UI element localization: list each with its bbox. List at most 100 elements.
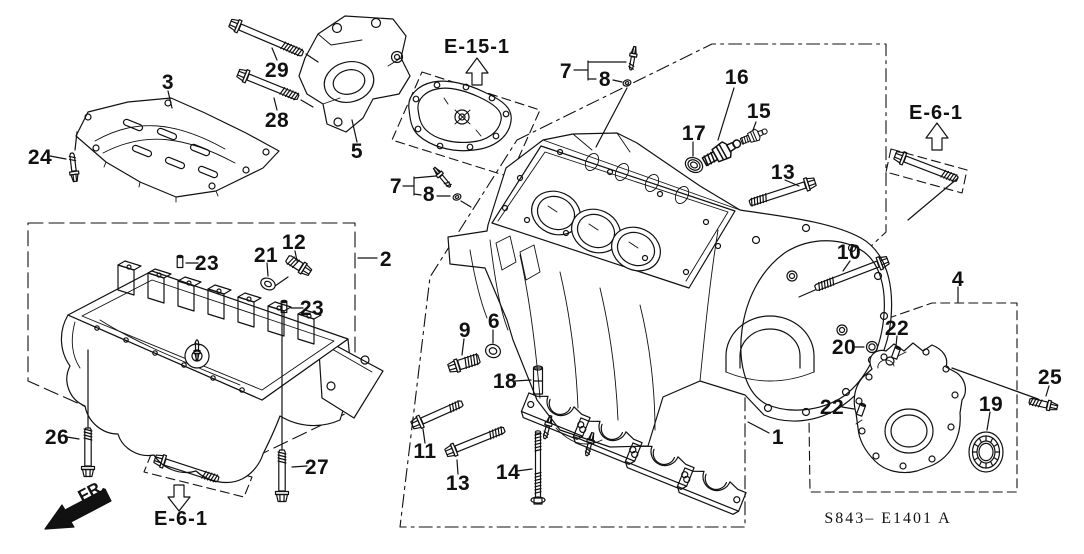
crank-oil-seal-drawing: [968, 431, 1004, 473]
oil-pan-rim-holes: [94, 325, 245, 393]
callout-4: 4: [952, 268, 964, 291]
callout-9: 9: [459, 319, 471, 342]
block-stud-icon: [542, 414, 553, 440]
plug-9-icon: [447, 352, 481, 373]
mount-bracket-drawing: [298, 15, 411, 133]
callout-7-top: 7: [560, 60, 572, 83]
oil-pan-towers: [117, 260, 322, 345]
oil-pan-tower: [177, 276, 202, 312]
bearing-cap-icon: [676, 467, 747, 515]
callout-29: 29: [265, 59, 289, 82]
bearing-cap-icon: [520, 392, 591, 440]
callout-17: 17: [682, 122, 706, 145]
callout-16: 16: [725, 66, 749, 89]
callout-27: 27: [305, 456, 329, 479]
bolt-e6-top-icon: [893, 150, 959, 182]
callout-24: 24: [28, 146, 52, 169]
e6-top-up-arrow-icon: [925, 122, 949, 151]
bearing-cap-icon: [572, 417, 643, 465]
diagram-code: S843– E1401 A: [824, 510, 951, 527]
bolt-29-icon: [228, 18, 305, 57]
pan-boss-bolt-icon: [193, 339, 201, 362]
leader-lines: [49, 47, 1050, 475]
callout-13-right: 13: [771, 161, 795, 184]
callout-26: 26: [45, 426, 69, 449]
oil-pan-drawing: [60, 260, 384, 484]
bolt-11-icon: [410, 400, 464, 430]
dowel-pin-22-icon: [890, 345, 902, 360]
callout-3: 3: [162, 71, 174, 94]
callout-19: 19: [979, 393, 1003, 416]
baffle-plate-drawing: [75, 97, 280, 203]
bearing-caps-drawing: [520, 392, 747, 515]
washer-8-top-icon: [622, 79, 632, 87]
callout-8-left: 8: [423, 183, 435, 206]
bolt-12-icon: [285, 255, 313, 277]
callout-20: 20: [832, 336, 856, 359]
cylinder-bores: [531, 190, 661, 272]
callout-13-bottom: 13: [446, 472, 470, 495]
callout-1: 1: [772, 426, 784, 449]
seal-plate-holes: [855, 348, 959, 470]
bolt-26-icon: [80, 427, 96, 478]
fr-direction-arrow-icon: [44, 488, 112, 530]
e6-top-bolt-dashed-outline: [885, 148, 968, 194]
bolt-10-icon: [814, 255, 890, 292]
washer-17-icon: [684, 156, 704, 174]
bolt-e6-bottom-icon: [153, 454, 220, 483]
oil-pressure-switch-16-icon: [701, 139, 742, 167]
callout-18: 18: [493, 370, 517, 393]
washer-8-left-icon: [452, 193, 462, 201]
dowel-pin-23-icon: [176, 254, 184, 269]
ref-e6-1-top: E-6-1: [909, 102, 963, 124]
block-stud-icon: [584, 431, 595, 457]
callout-6: 6: [488, 310, 500, 333]
hardware-icons: [68, 18, 1059, 505]
dowel-pin-23-icon: [280, 299, 288, 314]
callout-10: 10: [837, 241, 861, 264]
e15-up-arrow-icon: [465, 57, 489, 86]
bell-face-holes: [751, 223, 889, 417]
bolt-7-left-icon: [432, 166, 452, 188]
labels: 3 29 28 24 5 7 8 7 8 16 15 17 13 10 4 2 …: [28, 36, 1062, 530]
oil-pan-tower: [117, 260, 142, 296]
oil-pan-tower: [147, 268, 172, 304]
ref-e15-1: E-15-1: [444, 36, 510, 58]
callout-21: 21: [254, 244, 278, 267]
callout-7-left: 7: [390, 175, 402, 198]
stud-14-icon: [530, 430, 546, 505]
callout-23-b: 23: [300, 297, 324, 320]
seal-plate-dashed-box: [807, 302, 1018, 493]
callout-22-left: 22: [820, 396, 844, 419]
oil-pan-rim: [67, 270, 349, 401]
bolt-25-icon: [1028, 397, 1059, 412]
callout-22-top: 22: [885, 317, 909, 340]
callout-8-top: 8: [599, 68, 611, 91]
callout-25: 25: [1038, 366, 1062, 389]
e6-bottom-down-arrow-icon: [167, 484, 191, 512]
callout-5: 5: [351, 140, 363, 163]
bearing-cap-icon: [624, 442, 695, 490]
water-pump-gasket-drawing: [408, 80, 512, 152]
deck-bolt-holes: [501, 148, 722, 276]
washer-21-icon: [260, 277, 276, 291]
oil-pan-tower: [297, 309, 322, 345]
bolt-27-icon: [274, 449, 290, 503]
bolt-28-icon: [236, 68, 300, 101]
callout-28: 28: [265, 109, 289, 132]
washer-6-icon: [484, 343, 502, 359]
callout-23-a: 23: [195, 252, 219, 275]
o-ring-20-icon: [865, 340, 879, 354]
oil-seal-plate-drawing: [853, 342, 967, 474]
callout-12: 12: [282, 231, 306, 254]
oil-pan-dashed-box: [27, 222, 356, 471]
bolt-13-bottom-icon: [444, 426, 506, 458]
dowel-18-icon: [532, 365, 544, 395]
ref-e6-1-bottom: E-6-1: [154, 508, 208, 530]
callout-14: 14: [496, 461, 520, 484]
arrows: [44, 57, 949, 530]
callout-2: 2: [380, 248, 392, 271]
knock-sensor-15-icon: [739, 128, 768, 145]
